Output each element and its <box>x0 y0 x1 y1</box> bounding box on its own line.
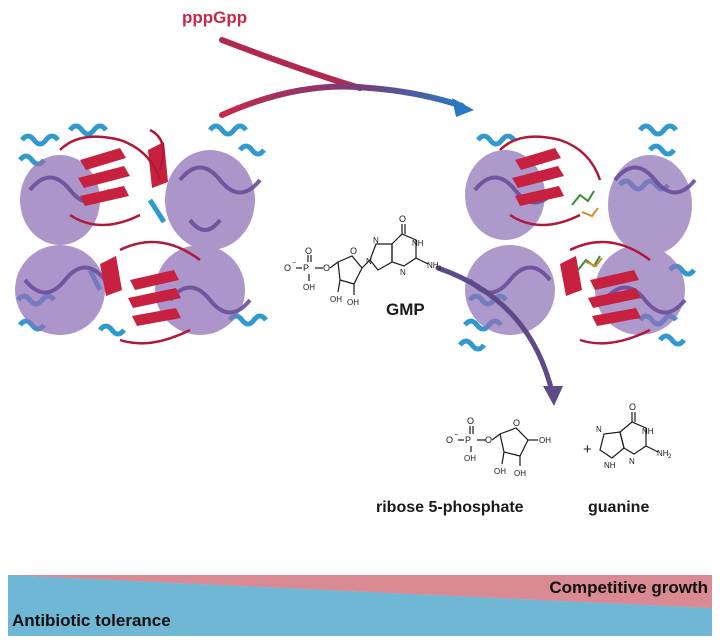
svg-text:OH: OH <box>539 436 551 445</box>
gmp-p: P <box>303 263 309 273</box>
svg-text:N: N <box>366 257 372 266</box>
pppgpp-arrow <box>219 37 474 118</box>
antibiotic-tolerance-label: Antibiotic tolerance <box>12 611 171 630</box>
svg-text:2: 2 <box>668 454 672 460</box>
gmp-ominus: O <box>284 263 291 273</box>
svg-text:O: O <box>446 435 453 445</box>
svg-text:O: O <box>305 246 312 256</box>
svg-text:NH: NH <box>604 461 616 470</box>
protein-structure-bound <box>458 123 697 352</box>
plus-sign: + <box>583 441 592 458</box>
guanine-atom-labels: O NH N N NH NH 2 <box>596 402 672 470</box>
svg-text:N: N <box>400 268 406 277</box>
protein-structure-apo <box>15 123 268 345</box>
svg-text:OH: OH <box>464 454 476 463</box>
gmp-atom-labels: O − P O OH O O OH OH N N O NH N NH 2 <box>284 214 442 307</box>
pppgpp-label: pppGpp <box>182 8 248 27</box>
svg-text:NH: NH <box>657 449 669 458</box>
hydrolysis-arrow <box>435 265 563 406</box>
svg-text:2: 2 <box>438 266 442 272</box>
svg-text:N: N <box>629 457 635 466</box>
svg-text:P: P <box>465 435 471 445</box>
svg-text:NH: NH <box>427 261 439 270</box>
ribose-5-phosphate-label: ribose 5-phosphate <box>376 499 524 516</box>
svg-text:O: O <box>399 214 406 224</box>
r5p-atom-labels: O − P O OH O O OH OH OH <box>446 416 551 478</box>
svg-text:NH: NH <box>642 427 654 436</box>
svg-text:N: N <box>596 425 602 434</box>
svg-text:O: O <box>467 416 474 426</box>
svg-text:−: − <box>292 260 296 267</box>
svg-text:OH: OH <box>330 295 342 304</box>
guanine-label: guanine <box>588 499 650 516</box>
svg-text:OH: OH <box>514 469 526 478</box>
svg-text:O: O <box>485 435 492 445</box>
svg-text:O: O <box>629 402 636 412</box>
svg-text:OH: OH <box>347 298 359 307</box>
tradeoff-gradient-bar <box>8 575 712 636</box>
antibiotic-tolerance-wedge <box>8 575 712 636</box>
svg-text:O: O <box>513 418 520 428</box>
svg-text:NH: NH <box>412 239 424 248</box>
svg-text:OH: OH <box>303 283 315 292</box>
gmp-structure <box>296 224 429 295</box>
ribose-5-phosphate-structure <box>458 426 538 466</box>
gmp-label: GMP <box>386 300 425 319</box>
guanine-structure <box>599 412 659 459</box>
svg-text:O: O <box>323 263 330 273</box>
svg-text:OH: OH <box>494 467 506 476</box>
svg-text:−: − <box>454 432 458 439</box>
svg-text:N: N <box>373 236 379 245</box>
competitive-growth-label: Competitive growth <box>549 578 708 597</box>
svg-text:O: O <box>350 246 357 256</box>
